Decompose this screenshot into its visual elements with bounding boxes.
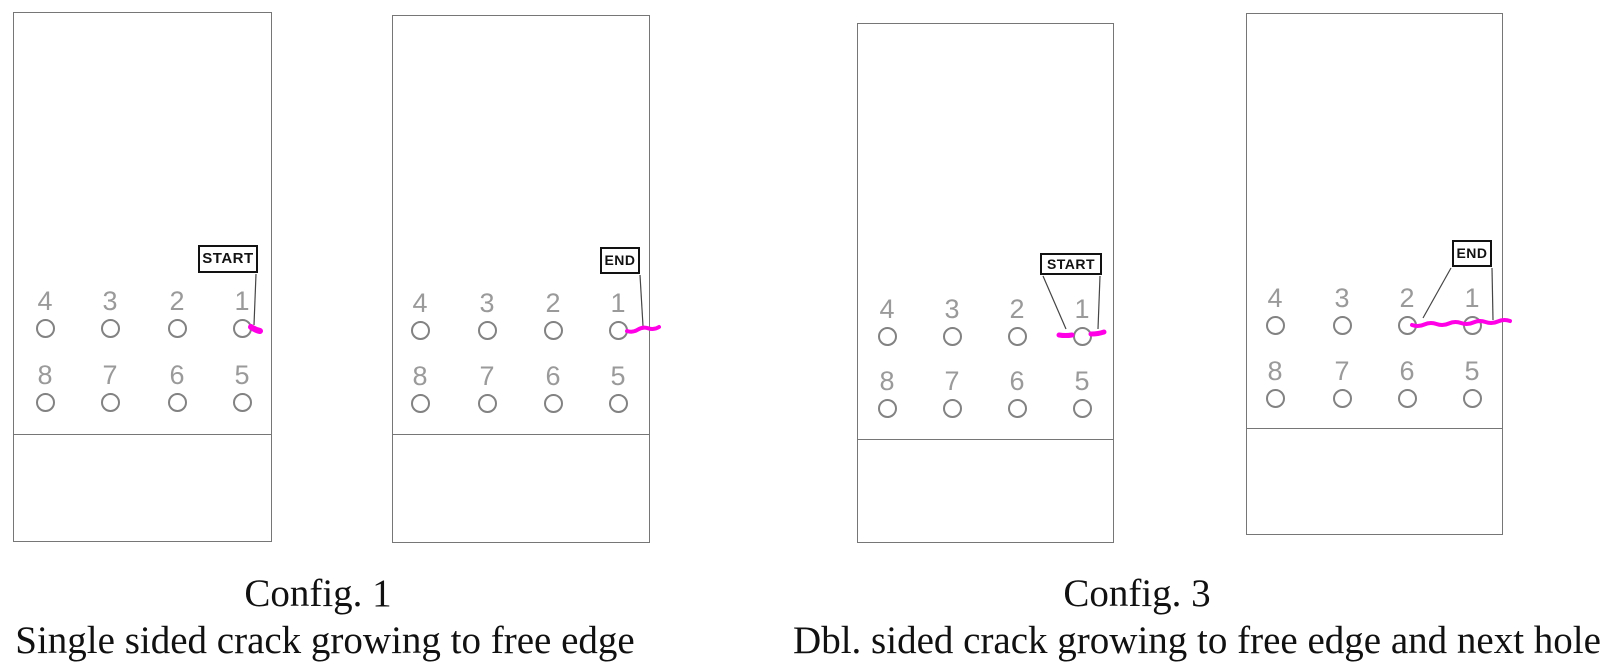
start-label: START bbox=[1040, 253, 1102, 275]
hole-circle-8 bbox=[35, 392, 55, 412]
hole-circle-5 bbox=[232, 392, 252, 412]
hole-number-7: 7 bbox=[1334, 356, 1350, 386]
hole-circle-7 bbox=[1332, 388, 1352, 408]
hole-number-1: 1 bbox=[1074, 294, 1090, 324]
hole-number-6: 6 bbox=[1009, 366, 1025, 396]
panel-divider-line bbox=[14, 434, 271, 435]
hole-number-7: 7 bbox=[479, 361, 495, 391]
hole-number-2: 2 bbox=[1399, 283, 1415, 313]
hole-circle-8 bbox=[1265, 388, 1285, 408]
panel-config1-start bbox=[13, 12, 272, 542]
hole-number-2: 2 bbox=[1009, 294, 1025, 324]
config-1-description: Single sided crack growing to free edge bbox=[15, 619, 635, 662]
hole-number-3: 3 bbox=[944, 294, 960, 324]
hole-number-1: 1 bbox=[610, 288, 626, 318]
panel-divider-line bbox=[393, 434, 649, 435]
hole-number-6: 6 bbox=[169, 360, 185, 390]
panel-config3-end bbox=[1246, 13, 1503, 535]
end-label: END bbox=[1452, 240, 1492, 267]
hole-circle-5 bbox=[608, 393, 628, 413]
hole-circle-3 bbox=[477, 320, 497, 340]
hole-number-6: 6 bbox=[545, 361, 561, 391]
panel-config3-start bbox=[857, 23, 1114, 543]
hole-circle-1 bbox=[232, 318, 252, 338]
panel-config1-end bbox=[392, 15, 650, 543]
hole-number-2: 2 bbox=[545, 288, 561, 318]
config-1-title: Config. 1 bbox=[244, 572, 392, 615]
hole-number-6: 6 bbox=[1399, 356, 1415, 386]
hole-circle-3 bbox=[942, 326, 962, 346]
hole-number-5: 5 bbox=[610, 361, 626, 391]
hole-circle-2 bbox=[543, 320, 563, 340]
hole-circle-7 bbox=[942, 398, 962, 418]
hole-circle-3 bbox=[100, 318, 120, 338]
hole-circle-1 bbox=[608, 320, 628, 340]
hole-number-1: 1 bbox=[1464, 283, 1480, 313]
hole-circle-6 bbox=[543, 393, 563, 413]
hole-number-4: 4 bbox=[37, 286, 53, 316]
hole-circle-6 bbox=[1007, 398, 1027, 418]
hole-number-7: 7 bbox=[944, 366, 960, 396]
hole-circle-7 bbox=[100, 392, 120, 412]
hole-circle-1 bbox=[1462, 315, 1482, 335]
hole-number-7: 7 bbox=[102, 360, 118, 390]
hole-circle-8 bbox=[410, 393, 430, 413]
start-label: START bbox=[198, 245, 258, 273]
hole-circle-7 bbox=[477, 393, 497, 413]
hole-circle-2 bbox=[167, 318, 187, 338]
hole-number-8: 8 bbox=[1267, 356, 1283, 386]
hole-circle-3 bbox=[1332, 315, 1352, 335]
hole-circle-4 bbox=[410, 320, 430, 340]
hole-circle-2 bbox=[1007, 326, 1027, 346]
hole-number-2: 2 bbox=[169, 286, 185, 316]
hole-number-8: 8 bbox=[412, 361, 428, 391]
hole-number-5: 5 bbox=[234, 360, 250, 390]
panel-divider-line bbox=[1247, 428, 1502, 429]
hole-number-3: 3 bbox=[1334, 283, 1350, 313]
hole-circle-6 bbox=[1397, 388, 1417, 408]
config-3-title: Config. 3 bbox=[1063, 572, 1211, 615]
hole-circle-8 bbox=[877, 398, 897, 418]
panel-divider-line bbox=[858, 439, 1113, 440]
config-3-description: Dbl. sided crack growing to free edge an… bbox=[793, 619, 1601, 662]
hole-number-3: 3 bbox=[102, 286, 118, 316]
hole-number-4: 4 bbox=[879, 294, 895, 324]
hole-circle-1 bbox=[1072, 326, 1092, 346]
hole-circle-4 bbox=[35, 318, 55, 338]
hole-circle-6 bbox=[167, 392, 187, 412]
hole-number-8: 8 bbox=[879, 366, 895, 396]
end-label: END bbox=[600, 247, 640, 274]
hole-circle-4 bbox=[877, 326, 897, 346]
hole-circle-5 bbox=[1072, 398, 1092, 418]
hole-number-4: 4 bbox=[1267, 283, 1283, 313]
hole-number-5: 5 bbox=[1074, 366, 1090, 396]
hole-number-8: 8 bbox=[37, 360, 53, 390]
hole-number-5: 5 bbox=[1464, 356, 1480, 386]
hole-number-1: 1 bbox=[234, 286, 250, 316]
hole-circle-5 bbox=[1462, 388, 1482, 408]
hole-circle-2 bbox=[1397, 315, 1417, 335]
hole-circle-4 bbox=[1265, 315, 1285, 335]
hole-number-4: 4 bbox=[412, 288, 428, 318]
hole-number-3: 3 bbox=[479, 288, 495, 318]
